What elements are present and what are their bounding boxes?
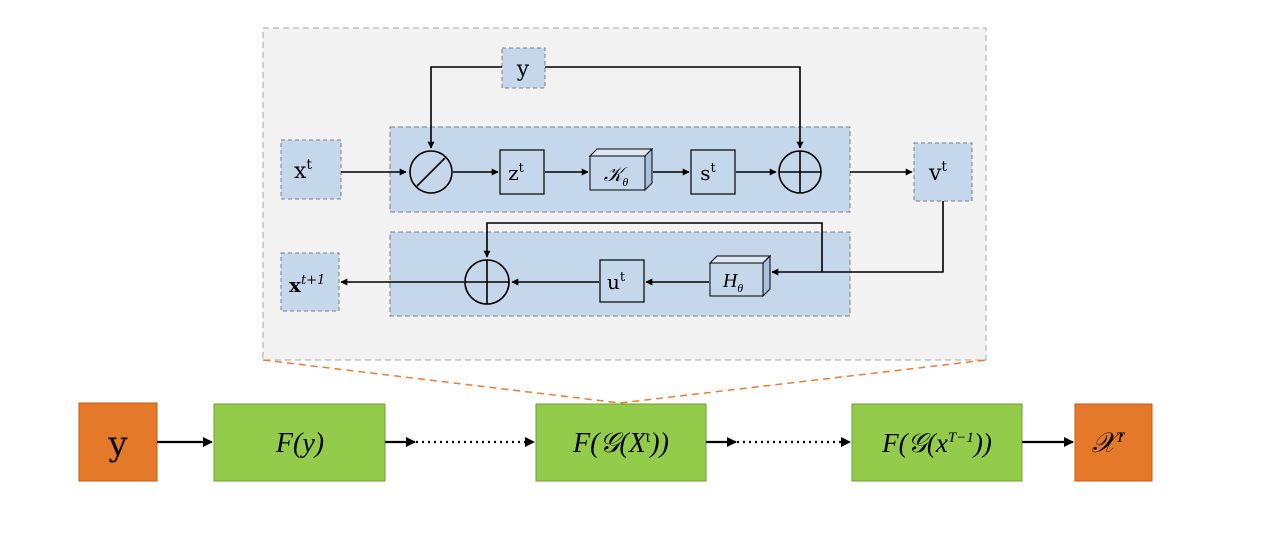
pipeline-block-3-label: F(𝒢(xT−1)) <box>881 428 992 458</box>
xnext-label: xt+1 <box>289 273 325 297</box>
k-theta-cube <box>588 147 654 192</box>
pipeline-block-3 <box>851 403 1023 482</box>
pipeline-input-label: y <box>107 424 128 464</box>
xnext-node <box>280 252 340 312</box>
ut-box <box>599 259 645 303</box>
ut-label: ut <box>607 270 626 294</box>
pipeline-output <box>1074 403 1153 482</box>
xt-node <box>280 139 342 200</box>
zt-label: zt <box>508 161 525 185</box>
pipeline-input-y <box>78 402 158 482</box>
vt-node <box>913 142 973 202</box>
zoom-dashed-lines <box>262 359 987 404</box>
h-theta-cube <box>708 254 772 298</box>
h-theta-label: Hθ <box>722 270 743 295</box>
xt-label: xt <box>294 157 312 184</box>
sum-operator-top <box>778 150 822 194</box>
division-operator <box>409 150 453 194</box>
pipeline-block-2 <box>535 403 707 482</box>
st-box <box>690 149 736 195</box>
y-node <box>501 47 546 89</box>
pipeline-block-2-label: F(𝒢(Xt)) <box>572 428 669 459</box>
st-label: st <box>700 161 716 185</box>
pipeline-block-1-label: F(y) <box>275 428 324 459</box>
y-node-label: y <box>516 57 530 82</box>
sum-operator-bottom <box>464 259 510 305</box>
zt-box <box>499 149 545 195</box>
pipeline-block-1 <box>213 403 386 482</box>
detail-connectors <box>340 66 944 286</box>
vt-label: vt <box>928 159 947 186</box>
